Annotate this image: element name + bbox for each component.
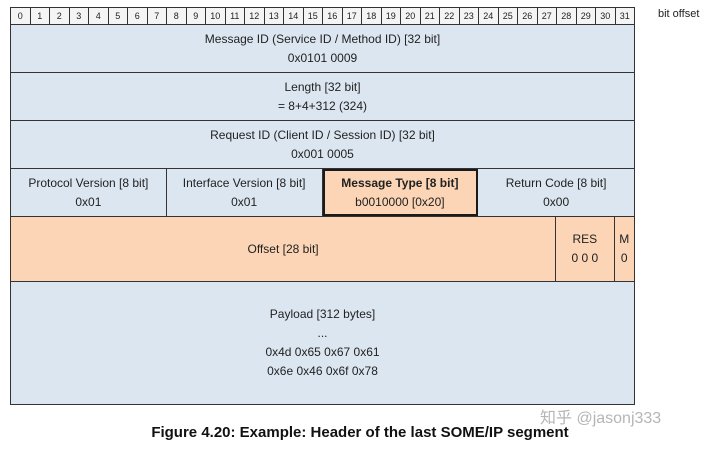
more-segments-flag-field: M 0 — [614, 217, 634, 281]
bit-label: 7 — [148, 8, 167, 24]
bit-label: 29 — [577, 8, 596, 24]
payload-field: Payload [312 bytes] ... 0x4d 0x65 0x67 0… — [11, 282, 634, 404]
bit-label: 4 — [89, 8, 109, 24]
bit-offset-label: bit offset — [658, 8, 700, 20]
protocol-version-title: Protocol Version [8 bit] — [28, 175, 149, 190]
header-grid: Message ID (Service ID / Method ID) [32 … — [10, 24, 635, 405]
bit-label: 18 — [362, 8, 382, 24]
res-field: RES 0 0 0 — [556, 217, 615, 281]
bit-label: 10 — [206, 8, 226, 24]
bit-label: 24 — [479, 8, 499, 24]
request-id-value: 0x001 0005 — [291, 146, 354, 161]
request-id-row: Request ID (Client ID / Session ID) [32 … — [11, 120, 634, 168]
return-code-field: Return Code [8 bit] 0x00 — [478, 169, 634, 216]
bit-label: 11 — [226, 8, 245, 24]
protocol-version-value: 0x01 — [75, 194, 102, 209]
bit-label: 9 — [187, 8, 206, 24]
message-type-value: b0010000 [0x20] — [355, 194, 445, 209]
request-id-field: Request ID (Client ID / Session ID) [32 … — [11, 121, 634, 168]
length-title: Length [32 bit] — [284, 79, 361, 94]
request-id-title: Request ID (Client ID / Session ID) [32 … — [210, 127, 435, 142]
bit-label: 8 — [167, 8, 187, 24]
message-id-field: Message ID (Service ID / Method ID) [32 … — [11, 25, 634, 72]
return-code-value: 0x00 — [543, 194, 570, 209]
payload-ellipsis: ... — [317, 326, 328, 340]
interface-version-value: 0x01 — [231, 194, 258, 209]
bit-label: 1 — [31, 8, 50, 24]
bit-label: 3 — [70, 8, 89, 24]
bit-label: 0 — [11, 8, 31, 24]
figure-caption: Figure 4.20: Example: Header of the last… — [151, 424, 569, 441]
message-type-field: Message Type [8 bit] b0010000 [0x20] — [322, 169, 479, 216]
bit-label: 30 — [596, 8, 616, 24]
m-title: M — [619, 232, 630, 246]
bit-label: 21 — [421, 8, 440, 24]
bit-label: 12 — [245, 8, 265, 24]
bit-label: 15 — [304, 8, 323, 24]
bit-label: 26 — [518, 8, 538, 24]
message-id-value: 0x0101 0009 — [287, 50, 358, 65]
payload-bytes-line-2: 0x6e 0x46 0x6f 0x78 — [267, 364, 378, 378]
bit-label: 25 — [499, 8, 518, 24]
bit-label: 20 — [401, 8, 421, 24]
bit-label: 22 — [440, 8, 460, 24]
bit-label: 5 — [109, 8, 128, 24]
version-type-row: Protocol Version [8 bit] 0x01 Interface … — [11, 168, 634, 216]
watermark: 知乎 @jasonj333 — [540, 410, 662, 427]
interface-version-field: Interface Version [8 bit] 0x01 — [166, 169, 323, 216]
bit-label: 27 — [538, 8, 557, 24]
bit-label: 31 — [619, 11, 630, 21]
bit-label: 23 — [460, 8, 479, 24]
bit-label: 2 — [50, 8, 70, 24]
message-type-title: Message Type [8 bit] — [341, 175, 459, 190]
offset-field: Offset [28 bit] — [11, 217, 557, 281]
length-value: = 8+4+312 (324) — [277, 98, 368, 113]
bit-label: 16 — [323, 8, 343, 24]
payload-title: Payload [312 bytes] — [269, 307, 376, 321]
interface-version-title: Interface Version [8 bit] — [182, 175, 306, 190]
bit-label: 17 — [343, 8, 362, 24]
payload-bytes-line-1: 0x4d 0x65 0x67 0x61 — [265, 345, 380, 359]
offset-row: Offset [28 bit] RES 0 0 0 M 0 — [11, 216, 634, 281]
length-row: Length [32 bit] = 8+4+312 (324) — [11, 72, 634, 120]
bit-label: 6 — [128, 8, 148, 24]
res-title: RES — [572, 232, 598, 246]
payload-row: Payload [312 bytes] ... 0x4d 0x65 0x67 0… — [11, 281, 634, 404]
return-code-title: Return Code [8 bit] — [505, 175, 607, 190]
length-field: Length [32 bit] = 8+4+312 (324) — [11, 73, 634, 120]
protocol-version-field: Protocol Version [8 bit] 0x01 — [11, 169, 167, 216]
res-value: 0 0 0 — [571, 251, 599, 265]
bit-label: 14 — [284, 8, 304, 24]
m-value: 0 — [620, 251, 628, 265]
offset-title: Offset [28 bit] — [247, 241, 319, 256]
bit-label: 19 — [382, 8, 401, 24]
message-id-title: Message ID (Service ID / Method ID) [32 … — [204, 31, 441, 46]
message-id-row: Message ID (Service ID / Method ID) [32 … — [11, 25, 634, 72]
bit-label: 28 — [557, 8, 577, 24]
bit-label: 13 — [265, 8, 284, 24]
